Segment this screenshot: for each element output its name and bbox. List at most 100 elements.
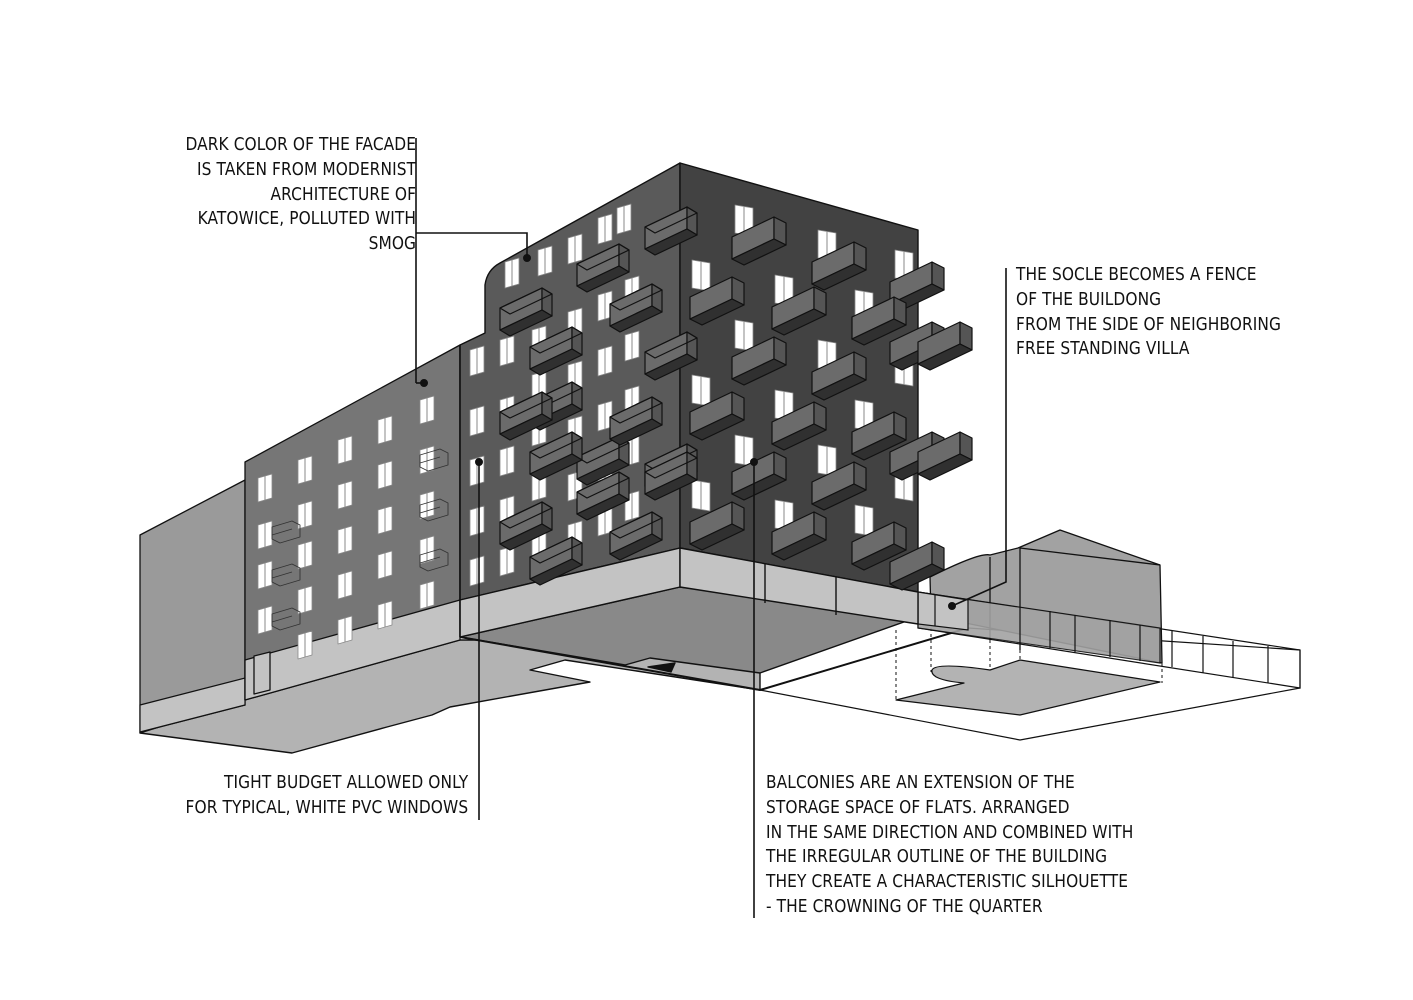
window [257,520,273,550]
annotation-line: SMOG [368,234,416,255]
window [854,504,874,537]
annotation-line: BALCONIES ARE AN EXTENSION OF THE [766,773,1075,793]
window [817,444,837,477]
window [616,203,632,235]
window [469,345,485,377]
balcony [499,391,553,441]
balcony [917,321,973,371]
annotation-line: THEY CREATE A CHARACTERISTIC SILHOUETTE [766,872,1129,893]
annotation-line: FOR TYPICAL, WHITE PVC WINDOWS [185,797,468,818]
window [469,405,485,437]
window [257,605,273,635]
window [377,415,393,445]
balcony [689,276,745,326]
balcony [811,351,867,401]
annotation-line: OF THE BUILDONG [1016,289,1162,310]
balcony [731,451,787,501]
annotation-line: THE SOCLE BECOMES A FENCE [1016,265,1257,285]
window [691,479,711,512]
balcony [851,296,907,346]
window [419,535,435,565]
balcony [644,451,698,501]
leader-facade-dark [416,232,528,258]
annotation-line: FROM THE SIDE OF NEIGHBORING [1016,314,1282,335]
entrance-arrow-icon [647,662,676,673]
window [297,540,313,570]
window [469,505,485,537]
window [297,455,313,485]
window [774,389,794,422]
projection-lines [895,616,1163,700]
window [377,505,393,535]
balcony [811,461,867,511]
tower-socle-right [679,547,919,625]
annotation-line: DARK COLOR OF THE FACADE [185,135,416,155]
balcony [499,287,553,337]
window [297,585,313,615]
window [499,545,515,577]
tower-right-balconies [689,216,973,591]
leader-socle [951,268,1007,607]
window [624,330,640,362]
small-balcony [271,563,301,587]
wing-windows [257,395,435,660]
balcony [576,436,630,486]
balcony [731,216,787,266]
window [469,555,485,587]
balcony [529,536,583,586]
window [504,257,520,289]
small-balcony [271,607,301,631]
window [734,319,754,352]
window [419,490,435,520]
window [597,213,613,245]
annotation-line: TIGHT BUDGET ALLOWED ONLY [223,773,468,793]
balcony [609,511,663,561]
annotation-socle-fence: THE SOCLE BECOMES A FENCE OF THE BUILDONG… [1016,263,1281,362]
window [337,480,353,510]
balcony [771,401,827,451]
annotation-line: KATOWICE, POLLUTED WITH [197,209,416,230]
villa-footprint [895,659,1161,716]
balcony [644,206,698,256]
balcony [851,411,907,461]
annotation-line: - THE CROWNING OF THE QUARTER [766,896,1043,917]
balcony [771,511,827,561]
window [257,560,273,590]
balcony [689,391,745,441]
window [377,550,393,580]
balcony [889,541,945,591]
balcony [576,471,630,521]
window [257,473,273,503]
window [499,445,515,477]
annotation-line: THE IRREGULAR OUTLINE OF THE BUILDING [766,847,1108,868]
balcony [811,241,867,291]
window [691,259,711,292]
small-balcony [419,448,449,472]
annotation-line: IN THE SAME DIRECTION AND COMBINED WITH [766,822,1134,843]
balcony [609,396,663,446]
balcony [917,431,973,481]
small-balcony [419,548,449,572]
wing-entrance [253,651,271,695]
balcony [529,326,583,376]
small-balcony [419,498,449,522]
balcony [609,283,663,333]
balcony [576,243,630,293]
window [337,615,353,645]
window [419,395,435,425]
window [854,399,874,432]
back-wall-socle [139,677,246,733]
window [297,630,313,660]
window [337,435,353,465]
window [419,580,435,610]
window [691,374,711,407]
balcony [851,521,907,571]
annotation-line: ARCHITECTURE OF [270,184,416,205]
window [297,500,313,530]
annotation-pvc-windows: TIGHT BUDGET ALLOWED ONLY FOR TYPICAL, WH… [185,771,468,821]
window [337,570,353,600]
balcony [731,336,787,386]
